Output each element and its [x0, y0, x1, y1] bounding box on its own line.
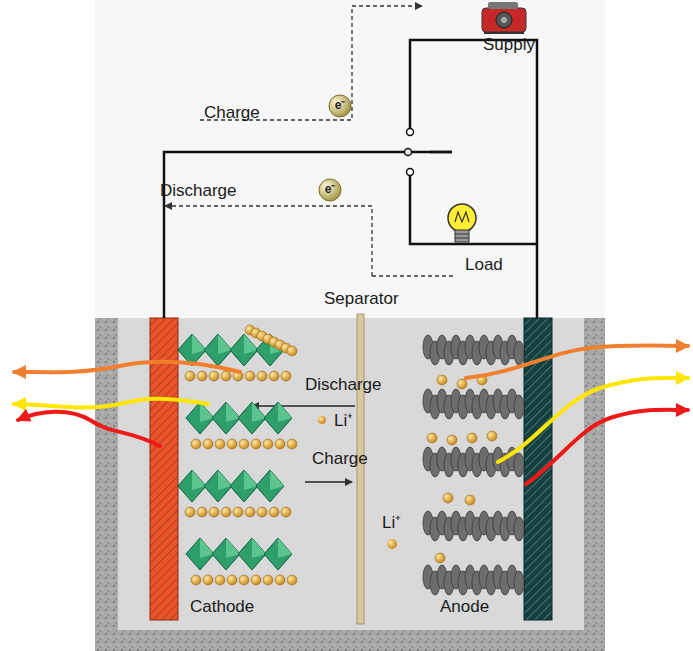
electrode-label: Cathode [190, 598, 254, 617]
load-label: Load [465, 256, 503, 275]
bulb-icon [448, 204, 476, 242]
discharge-label: Discharge [160, 182, 237, 201]
supply-label: Supply [483, 36, 535, 55]
charge-label: Charge [312, 450, 368, 469]
electrode-label: Anode [440, 598, 489, 617]
discharge-label: Discharge [305, 376, 382, 395]
separator-label: Separator [324, 290, 399, 309]
electron-symbol: e⁻ [335, 99, 346, 112]
ion-label: Li⁺ [334, 412, 353, 431]
electron-symbol: e⁻ [325, 183, 336, 196]
generator-icon [482, 2, 526, 33]
graphite-layers [423, 335, 524, 595]
ion-label: Li⁺ [382, 514, 401, 533]
charge-label: Charge [204, 104, 260, 123]
